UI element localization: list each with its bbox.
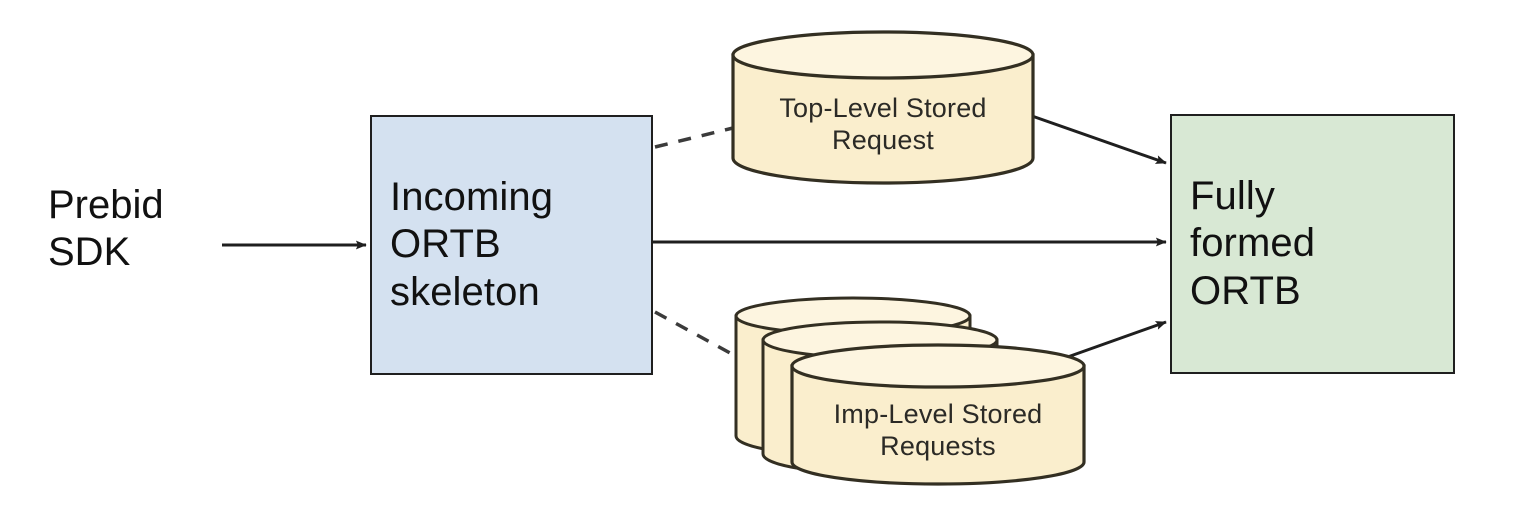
node-top-level-stored-request[interactable]: Top-Level Stored Request <box>728 30 1038 190</box>
node-fully-formed-ortb-label: Fully formed ORTB <box>1190 174 1316 313</box>
node-fully-formed-ortb[interactable]: Fully formed ORTB <box>1170 114 1455 374</box>
cylinder-icon <box>731 30 1035 185</box>
stacked-cylinder-icon <box>734 296 1086 486</box>
node-imp-level-stored-requests[interactable]: Imp-Level Stored Requests <box>730 296 1090 491</box>
edge-incoming-to-top-level-store <box>654 126 734 149</box>
edge-top-level-store-to-output <box>1031 114 1167 165</box>
node-incoming-ortb-skeleton-label: Incoming ORTB skeleton <box>390 175 554 314</box>
node-incoming-ortb-skeleton[interactable]: Incoming ORTB skeleton <box>370 115 653 375</box>
label-prebid-sdk: Prebid SDK <box>48 183 164 275</box>
node-top-level-stored-request-label: Top-Level Stored Request <box>779 93 987 156</box>
node-imp-level-stored-requests-label: Imp-Level Stored Requests <box>833 399 1043 462</box>
